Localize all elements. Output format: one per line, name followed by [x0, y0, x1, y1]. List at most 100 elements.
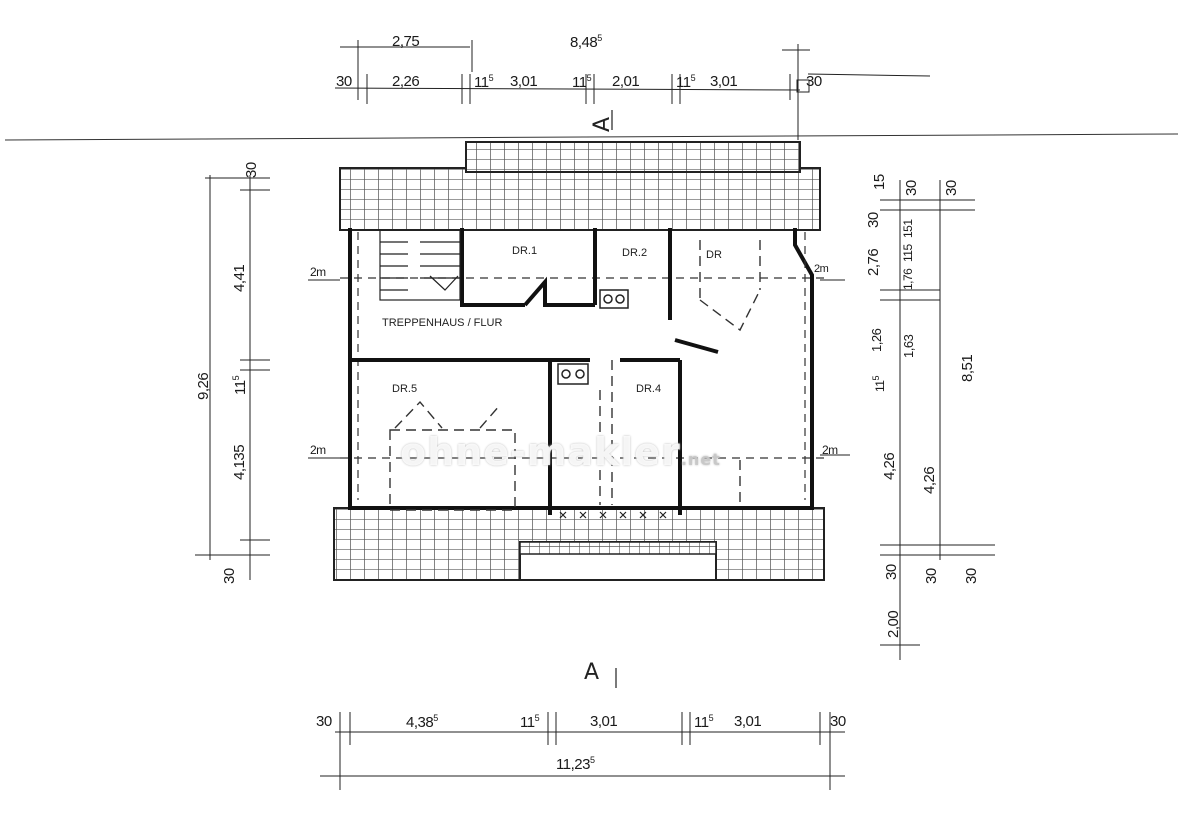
- interior-walls: [350, 228, 719, 515]
- roof-top-band: [339, 167, 821, 231]
- dim-bottom-segment-0: 30: [316, 714, 332, 729]
- dim-top-total-sup: 5: [597, 33, 602, 43]
- dim-top-segment-7-value: 3,01: [710, 73, 738, 90]
- watermark-main: ohne-makler: [400, 430, 681, 474]
- dim-left-115-value: 11: [232, 380, 249, 395]
- dim-bottom-segment-3-value: 3,01: [590, 713, 618, 730]
- dim-right-426b: 4,26: [921, 466, 938, 494]
- room-label-dr5: DR.5: [392, 383, 418, 395]
- bottom-dimension-lines: [320, 712, 845, 790]
- reference-line: [4, 133, 1178, 141]
- dim-bottom-segment-0-value: 30: [316, 713, 332, 730]
- dim-top-segment-2: 115: [474, 73, 494, 91]
- dim-top-segment-7: 3,01: [710, 73, 738, 90]
- section-mark-strokes: [611, 110, 617, 688]
- mark-left-2m-lower: 2m: [310, 443, 326, 457]
- dim-right-15: 15: [871, 174, 888, 190]
- staircase: [379, 229, 461, 301]
- dim-top-segment-3: 3,01: [510, 73, 538, 90]
- dormer-top-band: [465, 141, 801, 173]
- dim-right-115c-value: 11: [873, 380, 887, 392]
- dim-left-top-30: 30: [243, 162, 260, 178]
- room-label-stair: TREPPENHAUS / FLUR: [382, 317, 503, 329]
- dim-right-276: 2,76: [865, 248, 882, 276]
- dim-top-segment-4: 115: [572, 73, 592, 91]
- dim-bottom-segment-1: 4,385: [406, 713, 438, 731]
- mark-left-2m-upper: 2m: [310, 265, 326, 279]
- dim-bottom-segment-2-value: 11: [520, 714, 535, 731]
- dim-top-segment-3-value: 3,01: [510, 73, 538, 90]
- x-marks: [559, 511, 667, 519]
- watermark-suffix: .net: [680, 450, 721, 469]
- dim-right-bottom-30b: 30: [923, 568, 940, 584]
- room-label-dr2: DR.2: [622, 247, 648, 259]
- mark-right-2m-lower: 2m: [822, 443, 838, 457]
- dim-left-4135: 4,135: [231, 444, 248, 480]
- dim-top-segment-1-value: 2,26: [392, 73, 420, 90]
- dim-bottom-segment-2: 115: [520, 713, 540, 731]
- ceiling-dashed-lines: [389, 240, 761, 511]
- dim-bottom-segment-4-value: 11: [694, 714, 709, 731]
- dim-right-126: 1,26: [869, 328, 884, 352]
- dim-right-30c: 30: [865, 212, 882, 228]
- mark-right-2m-upper: 2m: [814, 263, 829, 275]
- dim-top-segment-0: 30: [336, 74, 352, 89]
- dim-bottom-segment-1-value: 4,38: [406, 714, 434, 731]
- dim-left-overall: 9,26: [195, 372, 212, 400]
- dim-top-segment-8-value: 30: [806, 73, 822, 90]
- dim-top-segment-1: 2,26: [392, 73, 420, 90]
- dim-left-bottom-30: 30: [221, 568, 238, 584]
- dim-left-115: 115: [231, 376, 249, 395]
- dim-top-segment-6-sup: 5: [690, 73, 696, 83]
- dim-top-segment-2-value: 11: [474, 74, 489, 91]
- dim-right-115c-sup: 5: [871, 376, 881, 381]
- dim-bottom-segment-6: 30: [830, 714, 846, 729]
- watermark: ohne-makler.net: [400, 430, 721, 474]
- dim-right-bottom-30a: 30: [883, 564, 900, 580]
- dim-top-segment-4-sup: 5: [586, 73, 592, 83]
- dim-right-115b: 115: [901, 244, 915, 262]
- dim-bottom-total: 11,235: [556, 755, 595, 773]
- dim-right-bottom-30c: 30: [963, 568, 980, 584]
- dim-bottom-total-sup: 5: [589, 755, 595, 765]
- balcony-rail: [519, 541, 717, 555]
- dim-left-441: 4,41: [231, 264, 248, 292]
- room-label-dr4: DR.4: [636, 383, 662, 395]
- dim-top-segment-0-value: 30: [336, 73, 352, 90]
- dim-top-overall: 2,75: [392, 33, 420, 50]
- dim-top-total: 8,485: [570, 33, 602, 51]
- dim-right-163: 1,63: [901, 334, 916, 358]
- dim-right-176: 1,76: [901, 268, 915, 290]
- room-label-dr3: DR: [706, 249, 722, 261]
- dim-bottom-segment-3: 3,01: [590, 713, 618, 730]
- dim-right-200: 2,00: [885, 610, 902, 638]
- dim-top-segment-5-value: 2,01: [612, 73, 640, 90]
- dim-bottom-segment-4-sup: 5: [708, 713, 714, 723]
- dim-bottom-segment-1-sup: 5: [433, 713, 438, 723]
- dim-bottom-total-value: 11,23: [556, 756, 590, 773]
- roof-slope-lines: [340, 232, 830, 500]
- dim-right-115c: 115: [871, 376, 887, 392]
- dim-top-segment-8: 30: [806, 74, 822, 89]
- sinks: [557, 289, 629, 385]
- right-dimension-lines: [820, 180, 995, 660]
- dim-right-851: 8,51: [959, 354, 976, 382]
- dim-bottom-segment-4: 115: [694, 713, 714, 731]
- dim-top-segment-2-sup: 5: [488, 73, 494, 83]
- dim-top-segment-5: 2,01: [612, 73, 640, 90]
- section-mark-top: A: [590, 116, 615, 132]
- dim-right-426a: 4,26: [881, 452, 898, 480]
- dim-top-segment-4-value: 11: [572, 74, 587, 91]
- dim-right-30a: 30: [903, 180, 920, 196]
- dim-bottom-segment-2-sup: 5: [534, 713, 540, 723]
- left-dimension-lines: [195, 175, 340, 580]
- outer-walls: [348, 228, 814, 510]
- top-dimension-lines: [334, 40, 931, 140]
- dim-bottom-segment-6-value: 30: [830, 713, 846, 730]
- dim-bottom-segment-5-value: 3,01: [734, 713, 762, 730]
- room-label-dr1: DR.1: [512, 245, 538, 257]
- section-mark-bottom: A: [584, 660, 600, 685]
- dim-top-segment-6-value: 11: [676, 74, 691, 91]
- dim-top-total-value: 8,48: [570, 34, 598, 51]
